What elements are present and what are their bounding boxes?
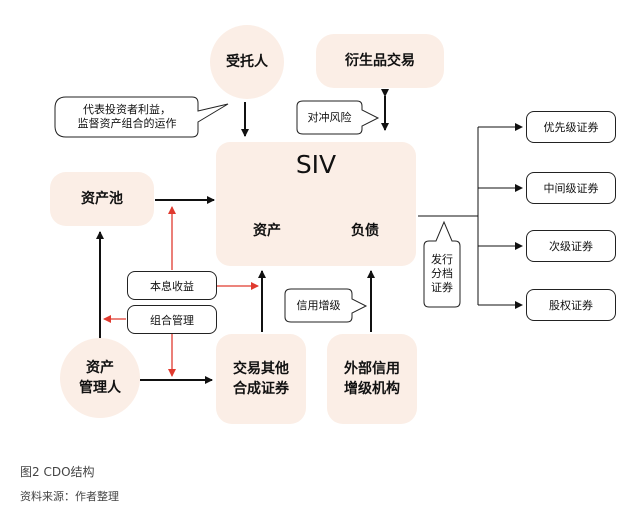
tranche-subordinate-label: 次级证券 <box>549 240 593 253</box>
derivatives-label: 衍生品交易 <box>345 53 415 69</box>
portfolio-mgmt-label: 组合管理 <box>127 305 217 334</box>
asset-pool-node: 资产池 <box>50 172 154 226</box>
callout-issue-tranches <box>423 220 461 308</box>
tranche-subordinate: 次级证券 <box>526 230 616 262</box>
portfolio-mgmt-text: 组合管理 <box>150 313 194 327</box>
figure-caption: 图2 CDO结构 <box>20 465 95 479</box>
callout-trustee-role <box>54 96 229 138</box>
asset-manager-label: 资产 管理人 <box>79 360 121 396</box>
trustee-node: 受托人 <box>210 25 284 99</box>
callout-hedge-risk <box>296 100 380 135</box>
siv-node <box>216 142 416 266</box>
tranche-senior: 优先级证券 <box>526 111 616 143</box>
trustee-role-text: 代表投资者利益， 监督资产组合的运作 <box>77 103 177 130</box>
asset-manager-node: 资产 管理人 <box>60 338 140 418</box>
tranche-equity-label: 股权证券 <box>549 299 593 312</box>
issue-tranches-text: 发行 分档 证券 <box>431 253 453 294</box>
principal-income-text: 本息收益 <box>150 279 194 293</box>
trade-synthetic-label: 交易其他 合成证券 <box>233 361 289 397</box>
external-credit-label: 外部信用 增级机构 <box>344 361 400 397</box>
callout-credit-enhance <box>284 288 368 323</box>
siv-liabilities-label: 负债 <box>351 223 379 239</box>
tranche-mezzanine-label: 中间级证券 <box>543 182 599 195</box>
trustee-label: 受托人 <box>226 54 268 70</box>
tranche-senior-label: 优先级证券 <box>543 121 599 134</box>
principal-income-label: 本息收益 <box>127 271 217 300</box>
asset-pool-label: 资产池 <box>81 191 123 207</box>
trade-synthetic-node: 交易其他 合成证券 <box>216 334 306 424</box>
external-credit-node: 外部信用 增级机构 <box>327 334 417 424</box>
siv-assets-label: 资产 <box>253 223 281 239</box>
tranche-mezzanine: 中间级证券 <box>526 172 616 204</box>
derivatives-node: 衍生品交易 <box>316 34 444 88</box>
credit-enhance-text: 信用增级 <box>296 299 341 312</box>
siv-title: SIV <box>295 150 337 179</box>
hedge-risk-text: 对冲风险 <box>307 111 352 124</box>
tranche-equity: 股权证券 <box>526 289 616 321</box>
source-caption: 资料来源：作者整理 <box>20 490 119 503</box>
